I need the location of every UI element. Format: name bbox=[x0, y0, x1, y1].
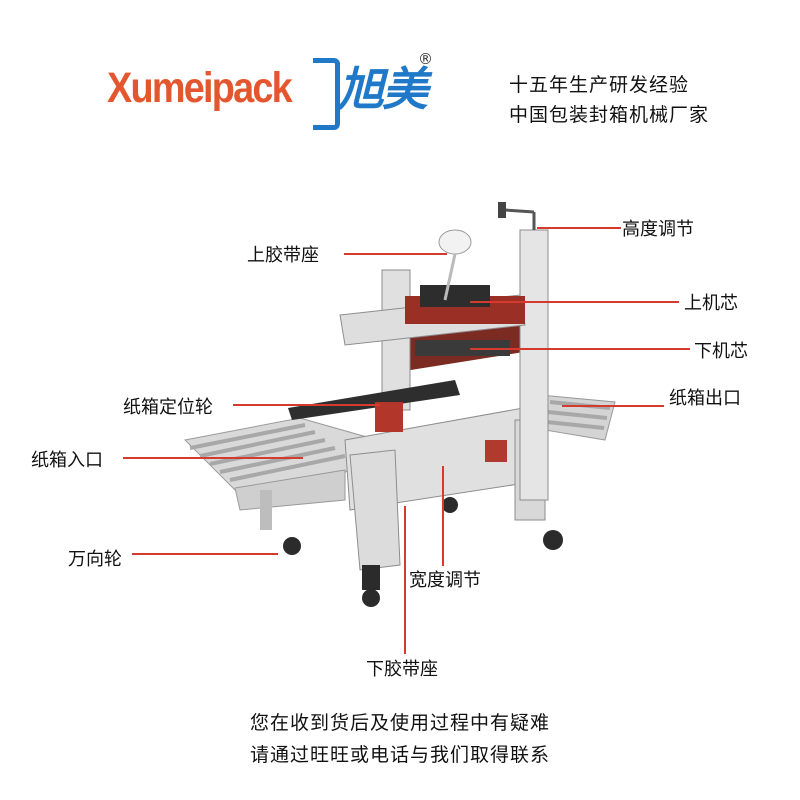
footer-line-2: 请通过旺旺或电话与我们取得联系 bbox=[249, 744, 550, 766]
brand-logo-frame bbox=[313, 58, 340, 130]
leader-width-adjust bbox=[442, 466, 444, 566]
leader-carton-entry bbox=[123, 457, 303, 459]
label-upper-tape-seat: 上胶带座 bbox=[247, 245, 319, 266]
registered-mark: ® bbox=[418, 50, 433, 68]
brand-logo: Xumeipack bbox=[107, 56, 337, 122]
label-swivel-caster: 万向轮 bbox=[68, 549, 122, 570]
leader-height-adjust bbox=[537, 227, 621, 229]
leader-carton-guide-wheel bbox=[233, 404, 380, 406]
label-height-adjust: 高度调节 bbox=[622, 219, 694, 240]
label-upper-core: 上机芯 bbox=[684, 293, 738, 314]
leader-carton-exit bbox=[562, 405, 664, 407]
slogan-line-2: 中国包装封箱机械厂家 bbox=[509, 104, 710, 126]
brand-name-chinese: 旭美 bbox=[338, 62, 428, 116]
leader-upper-tape-seat bbox=[344, 253, 447, 255]
label-carton-guide-wheel: 纸箱定位轮 bbox=[123, 397, 213, 418]
label-carton-exit: 纸箱出口 bbox=[669, 388, 741, 409]
footer-line-1: 您在收到货后及使用过程中有疑难 bbox=[249, 712, 550, 734]
label-lower-tape-seat: 下胶带座 bbox=[366, 659, 438, 680]
slogan-line-1: 十五年生产研发经验 bbox=[509, 74, 690, 96]
label-width-adjust: 宽度调节 bbox=[409, 570, 481, 591]
leader-upper-core bbox=[470, 301, 679, 303]
leader-lower-core bbox=[470, 348, 690, 350]
leader-swivel-caster bbox=[132, 553, 278, 555]
brand-name-latin: Xumeipack bbox=[107, 64, 293, 112]
leader-lower-tape-seat bbox=[404, 506, 406, 654]
label-lower-core: 下机芯 bbox=[694, 341, 748, 362]
label-carton-entry: 纸箱入口 bbox=[31, 450, 103, 471]
